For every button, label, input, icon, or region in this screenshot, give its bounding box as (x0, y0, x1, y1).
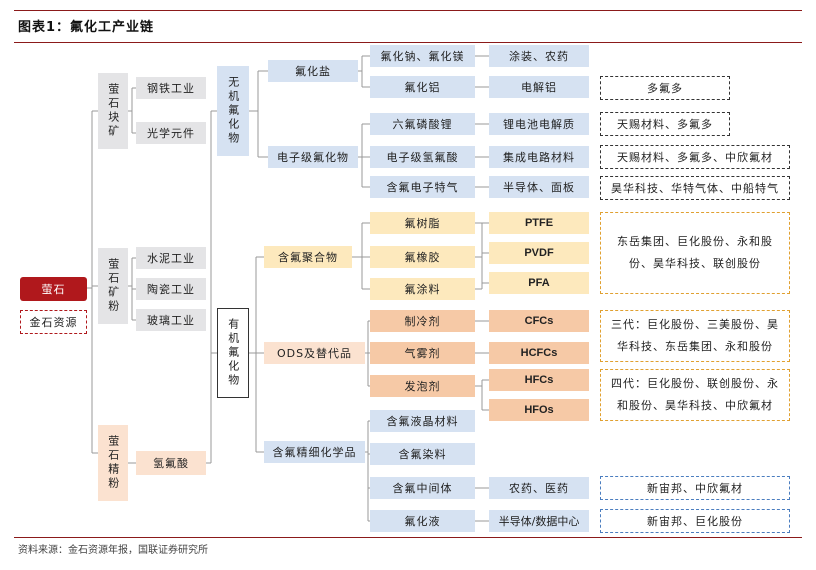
electronic-grade-fluorides: 电子级氟化物 (268, 146, 358, 168)
companies-fluoropolymers: 东岳集团、巨化股份、永和股份、昊华科技、联创股份 (600, 212, 790, 294)
ods-and-substitutes: ODS及替代品 (264, 342, 365, 364)
use-glass-industry: 玻璃工业 (136, 309, 206, 331)
product-naf-mgf2: 氟化钠、氟化镁 (370, 45, 475, 67)
companies-intermediates: 新宙邦、中欣氟材 (600, 476, 790, 500)
top-rule (14, 10, 802, 11)
fluorinated-intermediates: 含氟中间体 (370, 477, 475, 499)
ore-powder: 萤石矿粉 (98, 248, 128, 324)
app-electrolytic-aluminum: 电解铝 (489, 76, 589, 98)
companies-alf3: 多氟多 (600, 76, 730, 100)
organic-fluorides: 有机氟化物 (217, 308, 249, 398)
companies-gen3-refrigerants: 三代：巨化股份、三美股份、昊华科技、东岳集团、永和股份 (600, 310, 790, 362)
use-steel-industry: 钢铁工业 (136, 77, 206, 99)
hydrofluoric-acid: 氢氟酸 (136, 451, 206, 475)
companies-gen4-refrigerants: 四代：巨化股份、联创股份、永和股份、昊华科技、中欣氟材 (600, 369, 790, 421)
type-hcfcs: HCFCs (489, 342, 589, 364)
type-pfa: PFA (489, 272, 589, 294)
app-coatings-pesticides: 涂装、农药 (489, 45, 589, 67)
bottom-rule (14, 537, 802, 538)
title-rule (14, 42, 802, 43)
use-optical-components: 光学元件 (136, 122, 206, 144)
product-lipf6: 六氟磷酸锂 (370, 113, 475, 135)
fluororesin: 氟树脂 (370, 212, 475, 234)
inorganic-fluorides: 无机氟化物 (217, 66, 249, 156)
companies-electronic-hf: 天赐材料、多氟多、中欣氟材 (600, 145, 790, 169)
companies-lipf6: 天赐材料、多氟多 (600, 112, 730, 136)
root-company-box: 金石资源 (20, 310, 87, 334)
fluorinated-liquid: 氟化液 (370, 510, 475, 532)
refrigerant: 制冷剂 (370, 310, 475, 332)
app-semiconductor-datacenter: 半导体/数据中心 (489, 510, 589, 532)
use-cement-industry: 水泥工业 (136, 247, 206, 269)
product-fluorinated-specialty-gas: 含氟电子特气 (370, 176, 475, 198)
fluororubber: 氟橡胶 (370, 246, 475, 268)
companies-fluorinated-liquid: 新宙邦、巨化股份 (600, 509, 790, 533)
liquid-crystal-materials: 含氟液晶材料 (370, 410, 475, 432)
app-battery-electrolyte: 锂电池电解质 (489, 113, 589, 135)
foaming-agent: 发泡剂 (370, 375, 475, 397)
source-note: 资料来源：金石资源年报，国联证券研究所 (18, 545, 208, 556)
fluorinated-dyes: 含氟染料 (370, 443, 475, 465)
fluorinated-fine-chemicals: 含氟精细化学品 (264, 441, 365, 463)
type-hfos: HFOs (489, 399, 589, 421)
ore-fine-powder: 萤石精粉 (98, 425, 128, 501)
product-electronic-hf: 电子级氢氟酸 (370, 146, 475, 168)
ore-lump: 萤石块矿 (98, 73, 128, 149)
app-ic-materials: 集成电路材料 (489, 146, 589, 168)
figure-title: 图表1：氟化工产业链 (18, 20, 155, 35)
type-cfcs: CFCs (489, 310, 589, 332)
type-hfcs: HFCs (489, 369, 589, 391)
aerosol: 气雾剂 (370, 342, 475, 364)
product-alf3: 氟化铝 (370, 76, 475, 98)
app-semiconductor-panel: 半导体、面板 (489, 176, 589, 198)
type-ptfe: PTFE (489, 212, 589, 234)
companies-specialty-gas: 昊华科技、华特气体、中船特气 (600, 176, 790, 200)
type-pvdf: PVDF (489, 242, 589, 264)
app-pesticides-medicine: 农药、医药 (489, 477, 589, 499)
fluorite-root-node: 萤石 (20, 277, 87, 301)
fluoropolymers: 含氟聚合物 (264, 246, 352, 268)
fluoride-salts: 氟化盐 (268, 60, 358, 82)
use-ceramics-industry: 陶瓷工业 (136, 278, 206, 300)
fluorocoating: 氟涂料 (370, 278, 475, 300)
